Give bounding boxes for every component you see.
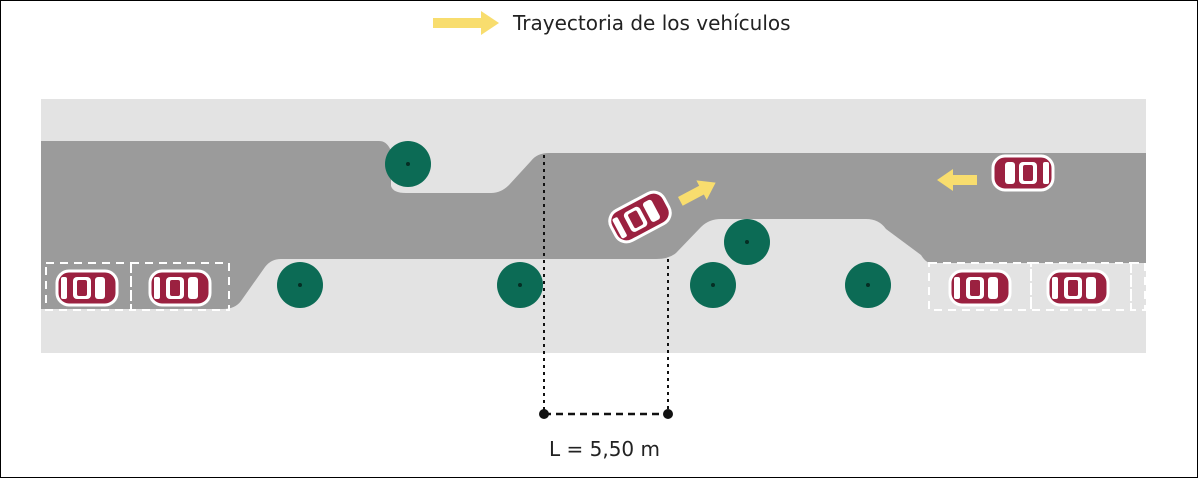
dimension-endpoint: [663, 409, 673, 419]
tree-icon: [277, 262, 323, 308]
dimension-marker: [543, 155, 669, 413]
parking-bays-right: [928, 262, 1146, 311]
parking-bays-left: [45, 262, 230, 311]
roadway: [41, 141, 1146, 309]
dimension-endpoint: [539, 409, 549, 419]
tree-icon: [497, 262, 543, 308]
parked-car-icon: [948, 269, 1012, 307]
parked-car-icon: [55, 269, 119, 307]
tree-icon: [724, 219, 770, 265]
dimension-label: L = 5,50 m: [549, 437, 660, 461]
legend: Trayectoria de los vehículos: [433, 9, 791, 37]
legend-label: Trayectoria de los vehículos: [513, 11, 791, 35]
tree-icon: [845, 262, 891, 308]
tree-icon: [385, 141, 431, 187]
parked-car-icon: [148, 269, 212, 307]
parked-car-icon: [1046, 269, 1110, 307]
tree-icon: [690, 262, 736, 308]
yellow-arrow-icon: [433, 11, 499, 35]
moving-car-icon: [991, 154, 1055, 192]
